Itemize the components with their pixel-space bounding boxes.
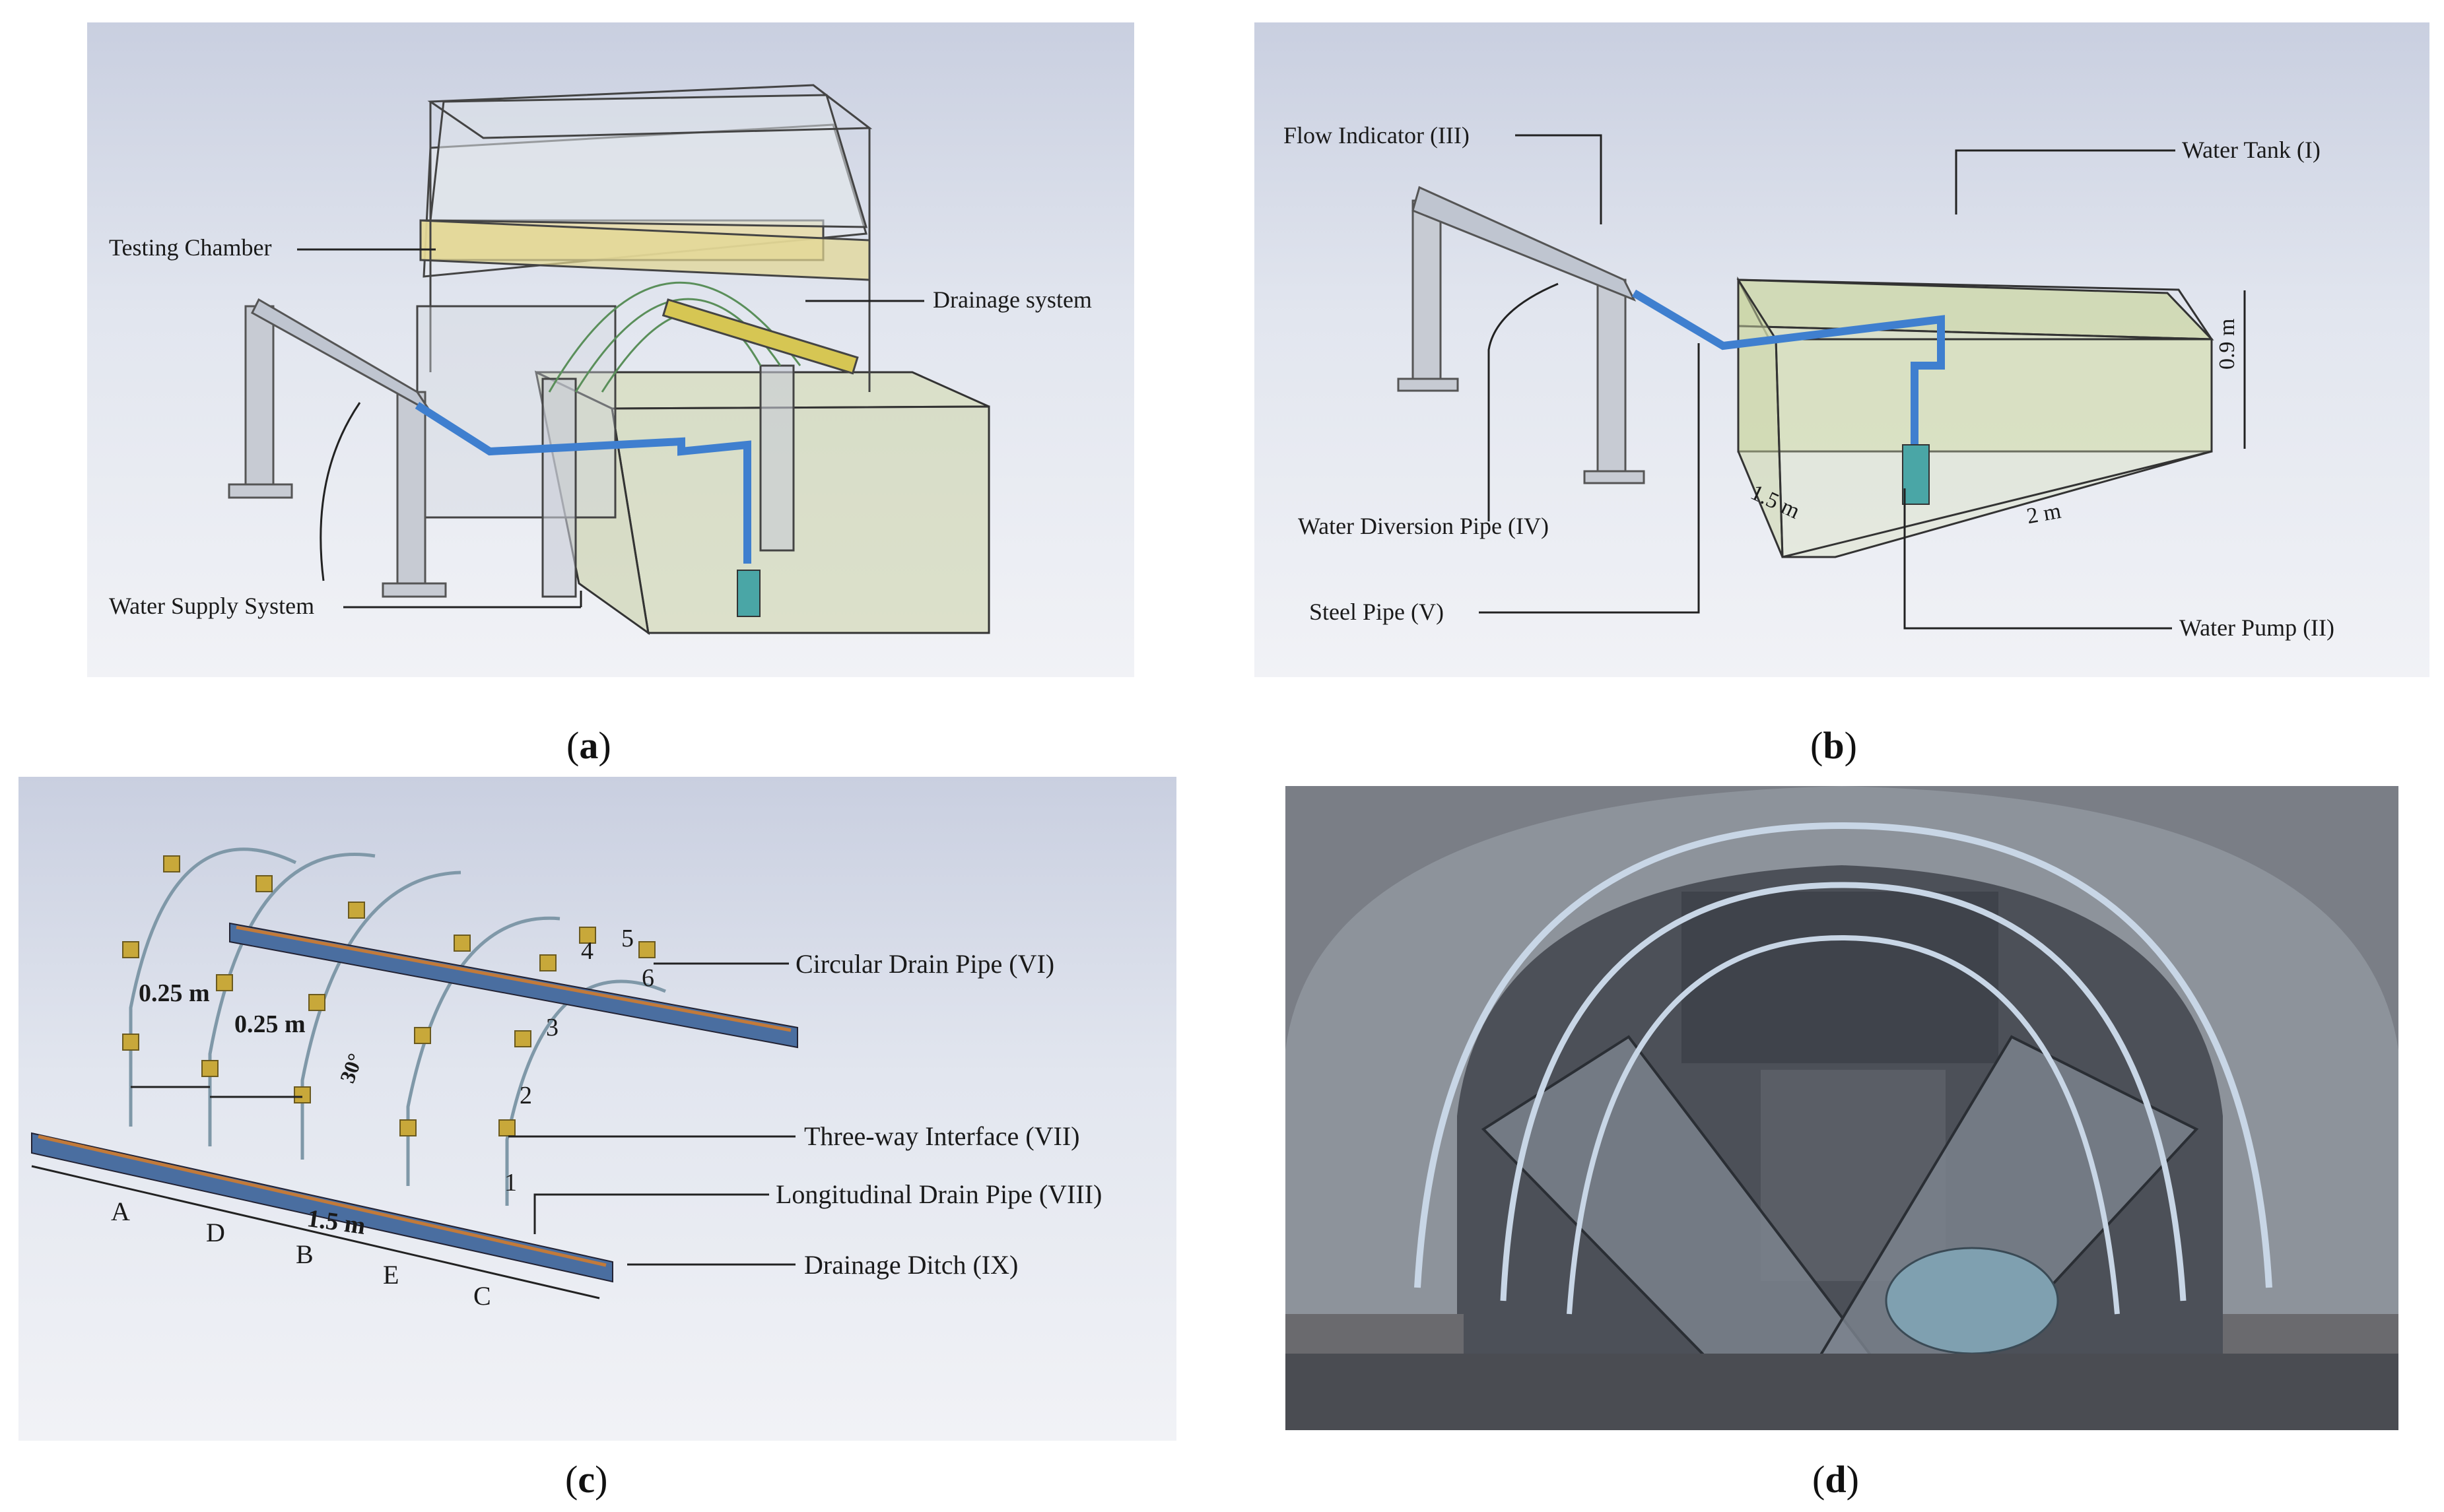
label-flow-indicator: Flow Indicator (III) [1283, 122, 1470, 148]
section-label-d: D [206, 1218, 225, 1247]
label-longitudinal-drain-pipe: Longitudinal Drain Pipe (VIII) [776, 1179, 1103, 1209]
label-drainage-system: Drainage system [933, 286, 1092, 313]
point-label-1: 1 [504, 1169, 517, 1197]
panel-d-drawing [1285, 786, 2398, 1430]
stands-b [1397, 185, 1645, 484]
circular-drain-pipe-rail [229, 922, 798, 1049]
panel-c-drawing [31, 847, 798, 1299]
dimension-spacing-2: 0.25 m [234, 1010, 306, 1038]
section-label-b: B [296, 1239, 314, 1269]
panel-a-render [87, 22, 1134, 677]
pump-b [1902, 444, 1930, 505]
water-supply-stands-a [228, 298, 447, 598]
section-label-a: A [111, 1197, 130, 1226]
section-label-c: C [473, 1281, 491, 1311]
dimension-height: 0.9 m [2215, 318, 2239, 370]
label-testing-chamber: Testing Chamber [109, 234, 272, 261]
drainage-ditch-rail [31, 1132, 613, 1283]
caption-c: (c) [565, 1458, 608, 1501]
water-tank-b [1736, 276, 2214, 558]
three-way-joints [122, 855, 656, 1136]
label-water-tank: Water Tank (I) [2182, 137, 2321, 163]
label-drainage-ditch: Drainage Ditch (IX) [804, 1250, 1019, 1280]
dimension-spacing-1: 0.25 m [139, 979, 210, 1007]
label-water-supply-system: Water Supply System [109, 593, 315, 619]
point-label-4: 4 [581, 937, 594, 965]
label-three-way-interface: Three-way Interface (VII) [804, 1121, 1080, 1151]
panel-b-render [1254, 22, 2429, 677]
drain-arches [129, 847, 666, 1206]
point-label-6: 6 [642, 964, 654, 992]
caption-b: (b) [1810, 724, 1857, 767]
supply-pipe-a [415, 401, 751, 564]
caption-a: (a) [566, 724, 611, 767]
label-water-pump: Water Pump (II) [2179, 614, 2335, 641]
panel-a-drawing [228, 84, 990, 636]
panel-c-render [18, 777, 1176, 1441]
point-label-5: 5 [621, 925, 634, 952]
caption-d: (d) [1812, 1458, 1859, 1501]
supply-pipe-b [1631, 289, 1945, 445]
testing-chamber-frame [416, 84, 873, 598]
section-label-e: E [383, 1260, 399, 1290]
point-label-2: 2 [520, 1082, 532, 1109]
label-circular-drain-pipe: Circular Drain Pipe (VI) [796, 949, 1055, 979]
panel-b-drawing [1397, 185, 2214, 558]
label-water-diversion-pipe: Water Diversion Pipe (IV) [1298, 513, 1549, 539]
pump-a [737, 570, 761, 617]
label-steel-pipe: Steel Pipe (V) [1309, 599, 1444, 625]
panel-d-photo [1285, 786, 2398, 1430]
point-label-3: 3 [546, 1014, 559, 1041]
